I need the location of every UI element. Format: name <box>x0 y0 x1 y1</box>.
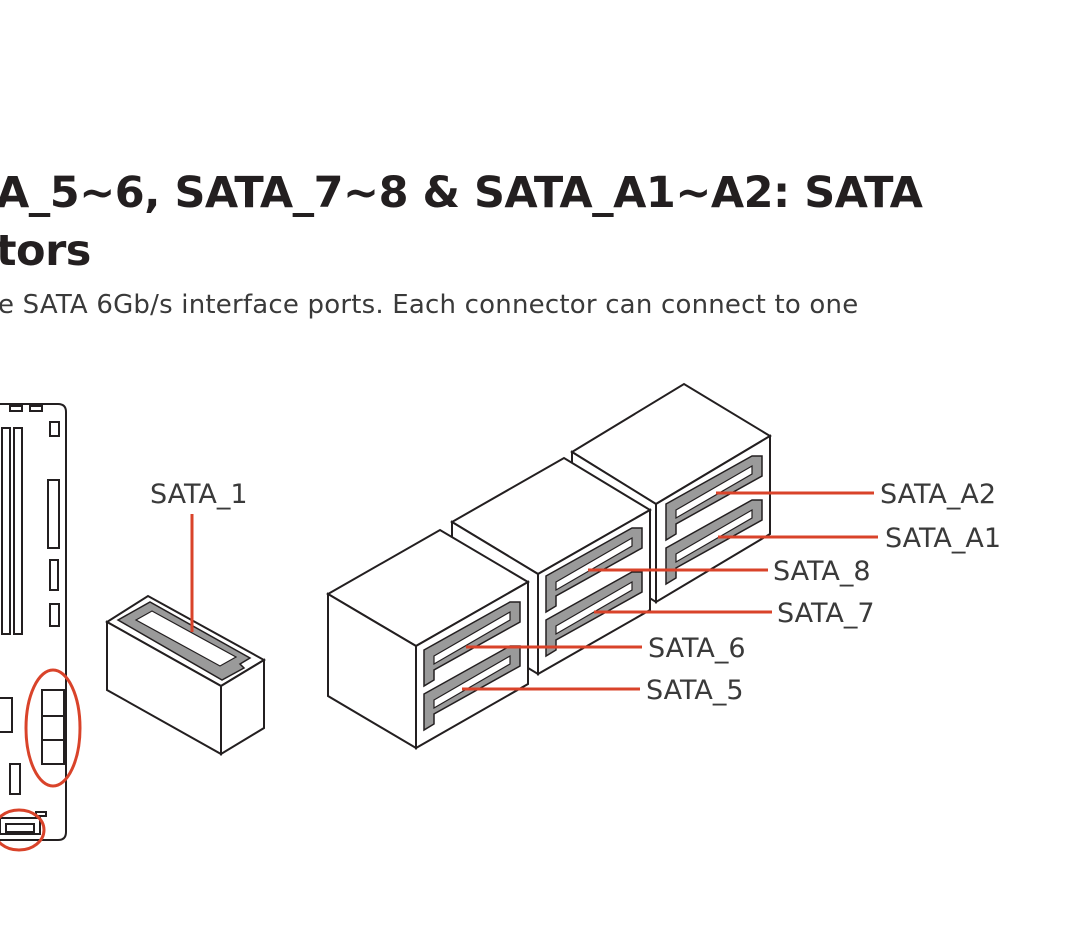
sata-1-connector <box>105 594 266 756</box>
label-sata-1: SATA_1 <box>150 479 248 510</box>
motherboard-outline <box>0 403 67 841</box>
sata-5-6-connector-stack <box>326 528 530 750</box>
highlight-circles <box>0 668 82 852</box>
label-sata-6: SATA_6 <box>648 633 746 664</box>
label-sata-5: SATA_5 <box>646 675 744 706</box>
label-sata-8: SATA_8 <box>773 556 871 587</box>
heading-line-2: tors <box>0 226 91 276</box>
sata-highlight-circle <box>24 668 82 788</box>
section-heading: A_5~6, SATA_7~8 & SATA_A1~A2: SATA tors <box>0 164 923 280</box>
sata-a-connector-stack <box>570 382 772 604</box>
label-sata-7: SATA_7 <box>777 598 875 629</box>
section-description: e SATA 6Gb/s interface ports. Each conne… <box>0 290 859 320</box>
leader-lines <box>462 491 878 691</box>
sata-highlight-circle-bottom <box>0 808 46 852</box>
label-sata-a1: SATA_A1 <box>885 523 1001 554</box>
label-sata-a2: SATA_A2 <box>880 479 996 510</box>
heading-line-1: A_5~6, SATA_7~8 & SATA_A1~A2: SATA <box>0 168 923 218</box>
